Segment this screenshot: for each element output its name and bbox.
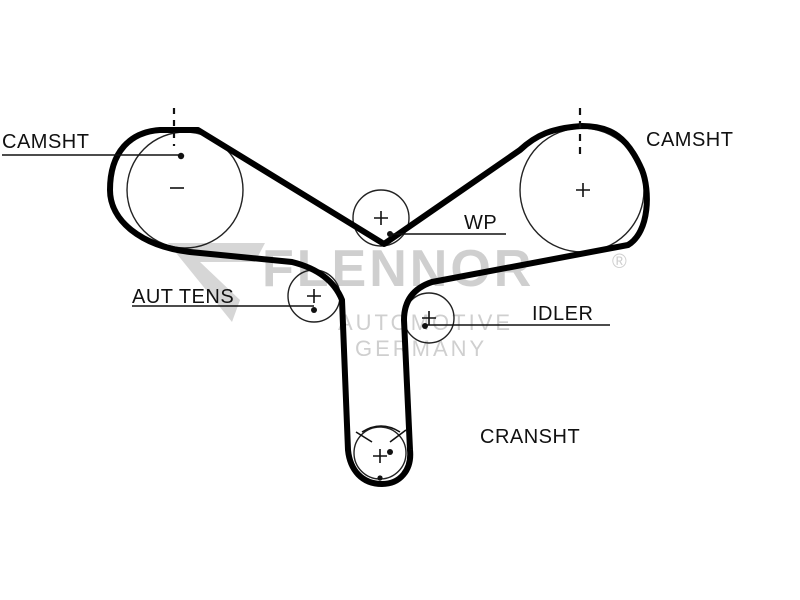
water-pump-center-mark xyxy=(374,211,388,225)
watermark-line1: AUTOMOTIVE xyxy=(338,310,513,335)
water-pump-dot xyxy=(387,231,393,237)
watermark-logo-icon xyxy=(168,243,265,322)
watermark-registered: ® xyxy=(612,251,627,273)
auto-tensioner-dot xyxy=(311,307,317,313)
label-camshaft-left: CAMSHT xyxy=(2,131,90,153)
idler-center-mark xyxy=(422,311,436,325)
timing-belt xyxy=(107,123,650,487)
label-camshaft-right: CAMSHT xyxy=(646,129,734,151)
crankshaft-center-mark xyxy=(373,449,387,463)
right-camshaft-center-mark xyxy=(576,183,590,197)
label-crankshaft: CRANSHT xyxy=(480,426,581,448)
auto-tensioner-center-mark xyxy=(307,289,321,303)
label-idler: IDLER xyxy=(532,303,594,325)
crankshaft-timing-mark xyxy=(355,425,407,443)
label-water-pump: WP xyxy=(464,212,498,234)
idler-dot xyxy=(422,323,428,329)
crankshaft-dot xyxy=(387,449,393,455)
label-auto-tensioner: AUT TENS xyxy=(132,286,235,308)
left-camshaft-dot xyxy=(177,152,185,160)
water-pump-pulley xyxy=(352,189,410,247)
crankshaft-bottom-dot xyxy=(377,475,383,481)
watermark-line2: GERMANY xyxy=(355,336,487,361)
